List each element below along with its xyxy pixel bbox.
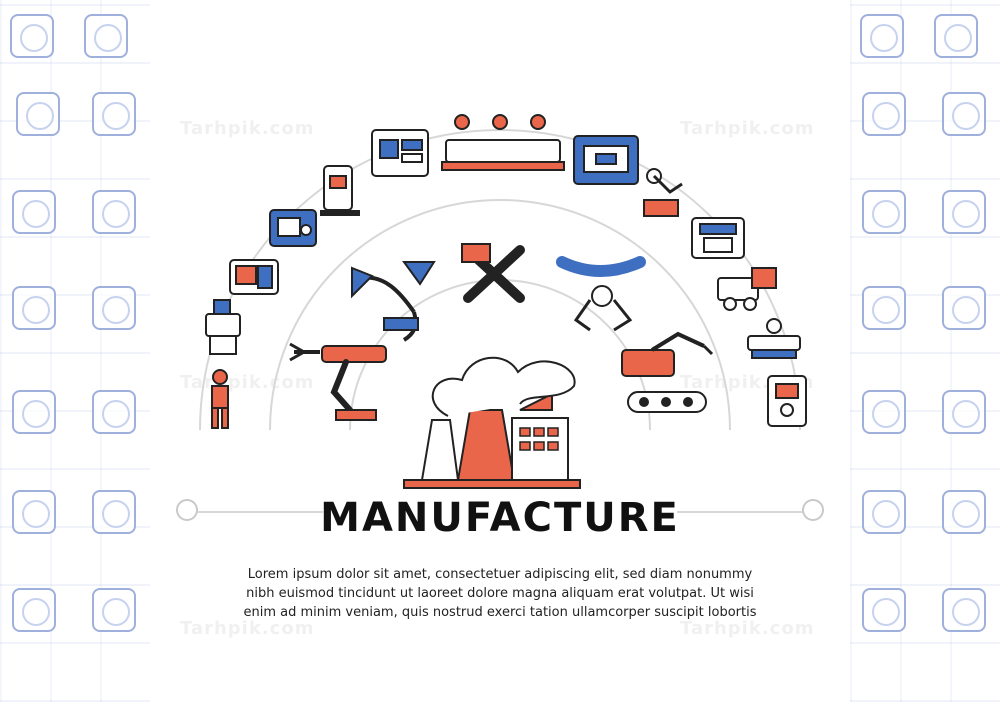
watermark-text: Tarhpik.com	[180, 618, 315, 639]
forklift-outline-icon	[92, 92, 136, 136]
3d-printer-icon	[573, 135, 639, 185]
cnc-outline-icon	[12, 490, 56, 534]
control-panel-outline-icon	[862, 92, 906, 136]
right-icon-pattern	[850, 0, 1000, 702]
worker-icon	[211, 369, 229, 429]
forklift-outline-icon	[942, 390, 986, 434]
robot-arm-outline-icon	[860, 14, 904, 58]
divider-line-right	[677, 511, 807, 513]
divider-end-right	[802, 499, 824, 521]
divider-end-left	[176, 499, 198, 521]
engineer-icon	[747, 318, 801, 359]
page-title: MANUFACTURE	[320, 495, 680, 541]
tools-icon	[461, 243, 525, 303]
tools-outline-icon	[862, 490, 906, 534]
tools-outline-icon	[92, 190, 136, 234]
cnc-machine-icon	[269, 209, 317, 247]
robot-arm-outline-icon	[92, 490, 136, 534]
vehicle-outline-icon	[92, 588, 136, 632]
watermark-text: Tarhpik.com	[180, 118, 315, 139]
forklift-icon	[717, 267, 777, 311]
control-panel-outline-icon	[92, 286, 136, 330]
factory-outline-icon	[942, 588, 986, 632]
left-icon-pattern	[0, 0, 150, 702]
worker-desk-outline-icon	[862, 190, 906, 234]
gripper-outline-icon	[84, 14, 128, 58]
control-box-icon	[767, 375, 807, 427]
robot-outline-icon	[12, 190, 56, 234]
factory-outline-icon	[16, 92, 60, 136]
cnc-outline-icon	[862, 286, 906, 330]
robot-outline-icon	[942, 92, 986, 136]
factory-outline-icon	[862, 390, 906, 434]
machine-outline-icon	[12, 286, 56, 330]
worker-outline-icon	[934, 14, 978, 58]
conveyor-workers-icon	[441, 114, 565, 171]
gripper-outline-icon	[942, 286, 986, 330]
lathe-icon	[205, 299, 241, 355]
drill-press-icon	[320, 165, 360, 216]
control-box-outline-icon	[942, 490, 986, 534]
industrial-robot-icon	[289, 342, 387, 421]
factory-icon	[403, 356, 581, 489]
robot-outline-icon	[862, 588, 906, 632]
machine-outline-icon	[942, 190, 986, 234]
printer-outline-icon	[12, 588, 56, 632]
printer-icon	[691, 217, 745, 259]
robotic-vehicle-icon	[621, 331, 714, 413]
middle-arc	[269, 199, 731, 431]
watermark-text: Tarhpik.com	[680, 118, 815, 139]
control-panel-icon	[229, 259, 279, 295]
gripper-icon	[556, 256, 646, 332]
welding-robot-icon	[643, 168, 683, 217]
description-text: Lorem ipsum dolor sit amet, consectetuer…	[243, 567, 757, 620]
watermark-text: Tarhpik.com	[680, 618, 815, 639]
engineer-outline-icon	[92, 390, 136, 434]
factory-outline-icon	[10, 14, 54, 58]
robot-arm-icon	[351, 261, 436, 342]
worker-outline-icon	[12, 390, 56, 434]
divider-line-left	[193, 511, 323, 513]
control-panel-icon	[371, 129, 429, 177]
